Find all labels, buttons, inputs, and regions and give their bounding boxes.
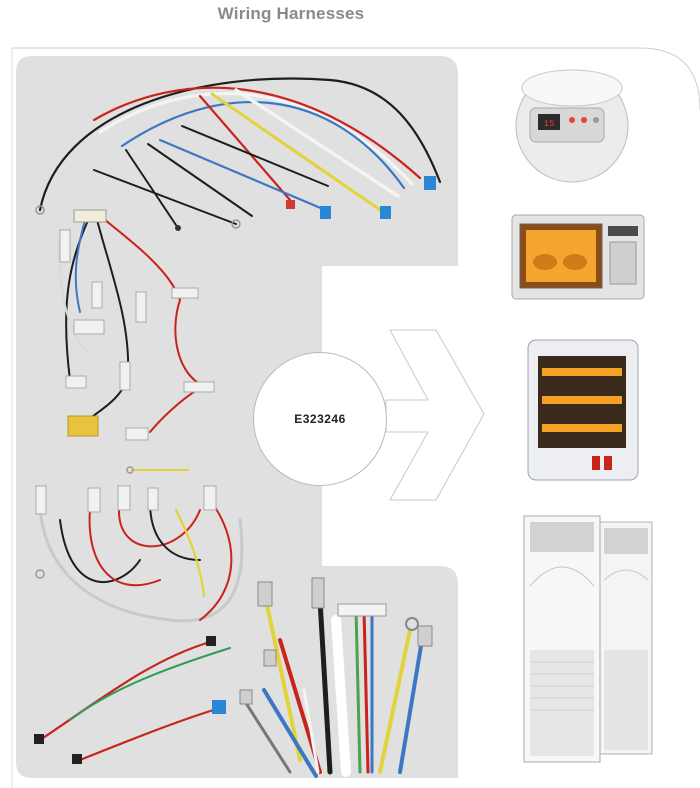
svg-text:15: 15 (544, 119, 555, 129)
terminals-middle (59, 209, 215, 441)
connectors-top (35, 176, 436, 231)
harness-group-bundle (242, 597, 424, 778)
frame-outline (12, 47, 700, 111)
certification-badge: E323246 (253, 352, 387, 486)
connectors-bottom-left (34, 636, 226, 764)
arrow-shape (385, 329, 485, 501)
harness-group-top (38, 77, 442, 229)
terminals-bundle (239, 577, 433, 705)
quartz-heater-image (527, 339, 639, 481)
certification-code: E323246 (294, 412, 346, 426)
terminals-lower (35, 466, 217, 579)
microwave-oven-image (511, 214, 645, 300)
floor-air-conditioner-image (523, 515, 653, 763)
harness-group-lower (38, 469, 244, 623)
rice-cooker-image: 15 (515, 69, 629, 183)
harness-group-bottom-left (38, 640, 231, 762)
page-title: Wiring Harnesses (217, 4, 365, 23)
